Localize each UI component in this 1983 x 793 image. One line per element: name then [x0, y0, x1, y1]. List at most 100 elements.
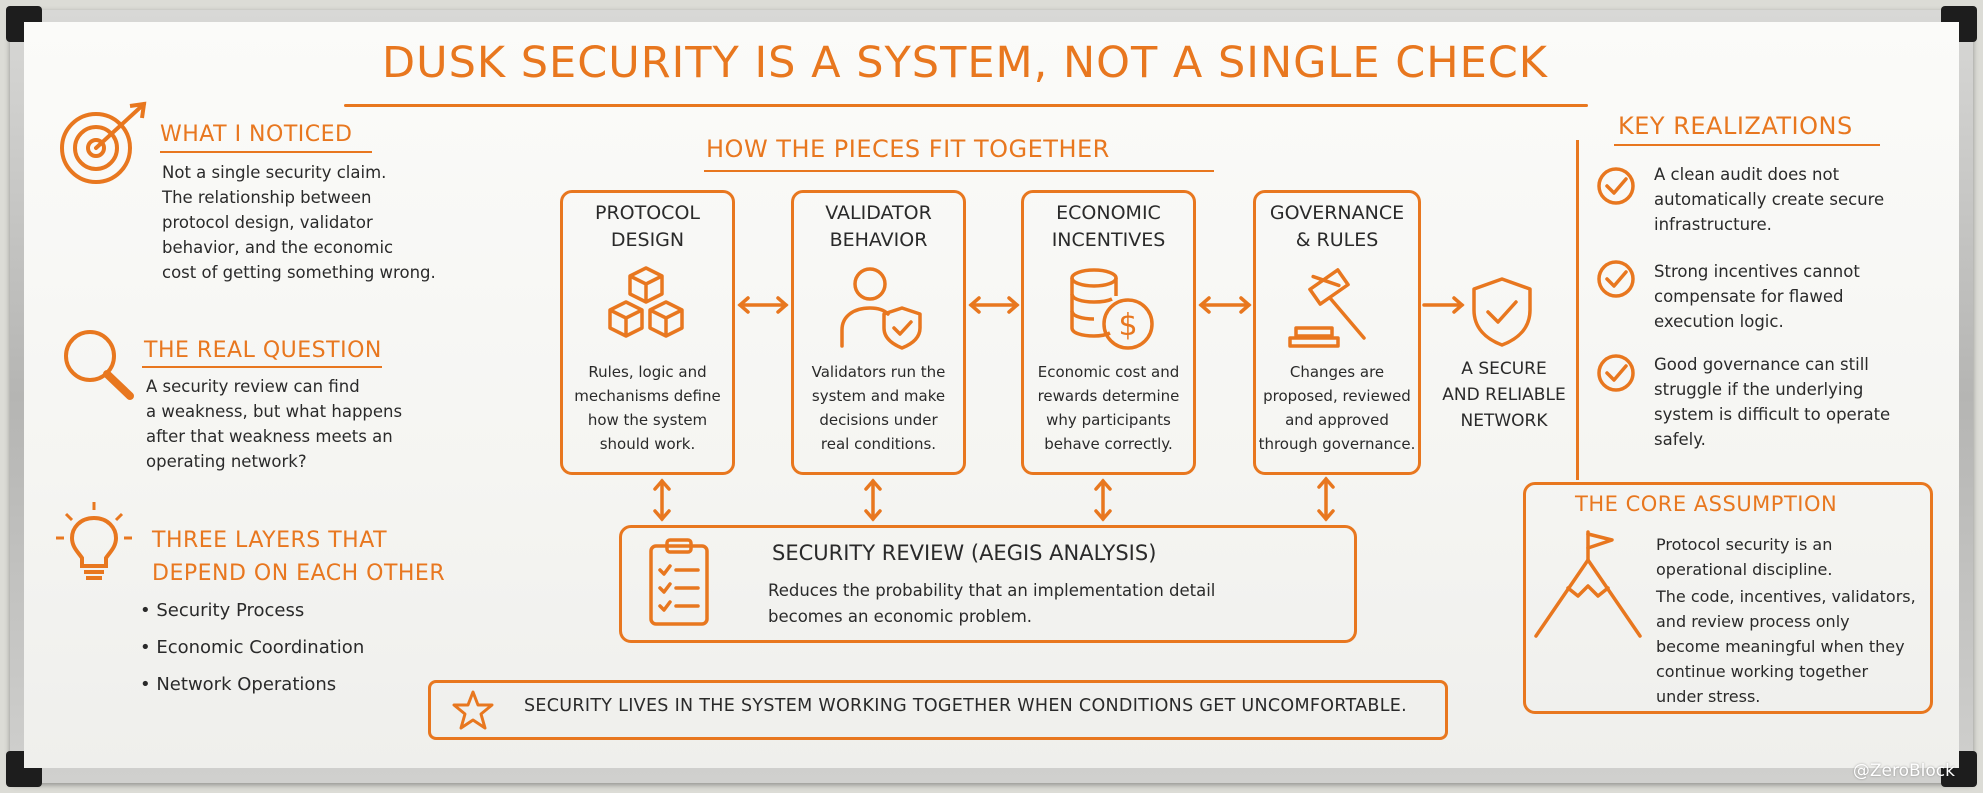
realization-line: automatically create secure [1654, 190, 1885, 209]
validator-behavior-box [791, 190, 966, 475]
vertical-double-arrow-icon [1094, 478, 1112, 522]
right-arrow-icon [1422, 296, 1465, 314]
box-desc-line: Validators run the [811, 363, 946, 381]
box-title-line: VALIDATOR [825, 202, 932, 224]
review-title: SECURITY REVIEW (AEGIS ANALYSIS) [772, 541, 1157, 565]
lightbulb-icon [56, 502, 132, 580]
cubes-icon [608, 266, 684, 338]
core-line: The code, incentives, validators, [1656, 587, 1916, 606]
box-title-line: ECONOMIC [1056, 202, 1161, 224]
check-circle-icon [1597, 354, 1635, 392]
question-text: A security review can find a weakness, b… [146, 374, 402, 474]
outcome-line: AND RELIABLE [1442, 385, 1566, 405]
box-title-line: PROTOCOL [595, 202, 700, 224]
box-description: Economic cost and rewards determine why … [1023, 360, 1194, 456]
box-desc-line: mechanisms define [574, 387, 721, 405]
footer-statement-box [428, 680, 1448, 740]
question-line: a weakness, but what happens [146, 402, 403, 421]
box-title: GOVERNANCE & RULES [1253, 200, 1421, 254]
question-line: A security review can find [146, 377, 360, 396]
core-line: become meaningful when they [1656, 637, 1905, 656]
noticed-heading: WHAT I NOTICED [160, 122, 353, 147]
core-line: under stress. [1656, 687, 1761, 706]
svg-text:$: $ [1118, 308, 1137, 343]
box-title: VALIDATOR BEHAVIOR [791, 200, 966, 254]
core-heading: THE CORE ASSUMPTION [1575, 492, 1838, 516]
footer-statement: SECURITY LIVES IN THE SYSTEM WORKING TOG… [524, 696, 1408, 716]
box-desc-line: and approved [1285, 411, 1389, 429]
box-desc-line: how the system [587, 411, 708, 429]
protocol-design-box [560, 190, 735, 475]
box-title-line: BEHAVIOR [829, 229, 928, 251]
layers-heading: THREE LAYERS THAT DEPEND ON EACH OTHER [152, 524, 445, 590]
box-title: PROTOCOL DESIGN [560, 200, 735, 254]
check-circle-icon [1597, 260, 1635, 298]
box-desc-line: behave correctly. [1044, 435, 1173, 453]
question-underline [142, 366, 382, 368]
realization-item: Strong incentives cannot compensate for … [1654, 259, 1860, 334]
realization-line: struggle if the underlying [1654, 380, 1864, 399]
center-underline [704, 170, 1214, 172]
layers-heading-line: DEPEND ON EACH OTHER [152, 561, 446, 586]
validator-shield-icon [840, 267, 922, 350]
box-desc-line: proposed, reviewed [1263, 387, 1411, 405]
noticed-line: cost of getting something wrong. [162, 263, 436, 282]
box-description: Rules, logic and mechanisms define how t… [562, 360, 733, 456]
box-desc-line: Economic cost and [1037, 363, 1180, 381]
magnifier-icon [64, 330, 134, 400]
noticed-line: The relationship between [162, 188, 372, 207]
core-text-1: Protocol security is an operational disc… [1656, 532, 1832, 582]
double-arrow-icon [968, 296, 1020, 314]
box-description: Validators run the system and make decis… [793, 360, 964, 456]
watermark: @ZeroBlock [1852, 761, 1955, 781]
realization-line: compensate for flawed [1654, 287, 1844, 306]
vertical-double-arrow-icon [1317, 476, 1335, 522]
realization-item: A clean audit does not automatically cre… [1654, 162, 1884, 237]
mountain-flag-icon [1534, 530, 1642, 638]
outcome-label: A SECURE AND RELIABLE NETWORK [1436, 356, 1572, 434]
noticed-line: protocol design, validator [162, 213, 373, 232]
box-desc-line: should work. [599, 435, 696, 453]
list-item: Economic Coordination [140, 629, 364, 666]
coins-dollar-icon: $ [1070, 268, 1154, 350]
realization-line: system is difficult to operate [1654, 405, 1891, 424]
core-assumption-box [1523, 482, 1933, 714]
box-description: Changes are proposed, reviewed and appro… [1255, 360, 1419, 456]
box-desc-line: Changes are [1289, 363, 1385, 381]
box-desc-line: why participants [1046, 411, 1171, 429]
outcome-line: NETWORK [1460, 411, 1548, 431]
realization-line: Strong incentives cannot [1654, 262, 1860, 281]
box-desc-line: Rules, logic and [588, 363, 707, 381]
vertical-double-arrow-icon [653, 478, 671, 522]
core-line: operational discipline. [1656, 560, 1833, 579]
double-arrow-icon [1198, 296, 1252, 314]
list-item: Network Operations [140, 666, 364, 703]
realization-line: Good governance can still [1654, 355, 1869, 374]
box-desc-line: through governance. [1258, 435, 1416, 453]
question-line: operating network? [146, 452, 307, 471]
clipboard-checklist-icon [649, 538, 709, 626]
target-icon [60, 101, 147, 184]
box-desc-line: system and make [811, 387, 946, 405]
noticed-line: behavior, and the economic [162, 238, 394, 257]
box-desc-line: decisions under [819, 411, 938, 429]
review-line: Reduces the probability that an implemen… [768, 581, 1216, 600]
realization-item: Good governance can still struggle if th… [1654, 352, 1890, 452]
realizations-heading: KEY REALIZATIONS [1618, 112, 1853, 140]
governance-rules-box [1253, 190, 1421, 475]
economic-incentives-box [1021, 190, 1196, 475]
vertical-double-arrow-icon [864, 478, 882, 522]
core-line: Protocol security is an [1656, 535, 1833, 554]
star-icon [452, 690, 494, 730]
page-title: DUSK SECURITY IS A SYSTEM, NOT A SINGLE … [382, 38, 1548, 88]
review-text: Reduces the probability that an implemen… [768, 578, 1215, 630]
realization-line: infrastructure. [1654, 215, 1772, 234]
noticed-underline [160, 151, 372, 153]
double-arrow-icon [737, 296, 789, 314]
realization-line: execution logic. [1654, 312, 1784, 331]
security-review-box [619, 525, 1357, 643]
center-heading: HOW THE PIECES FIT TOGETHER [706, 135, 1110, 163]
question-line: after that weakness meets an [146, 427, 393, 446]
core-line: and review process only [1656, 612, 1850, 631]
list-item: Security Process [140, 592, 364, 629]
